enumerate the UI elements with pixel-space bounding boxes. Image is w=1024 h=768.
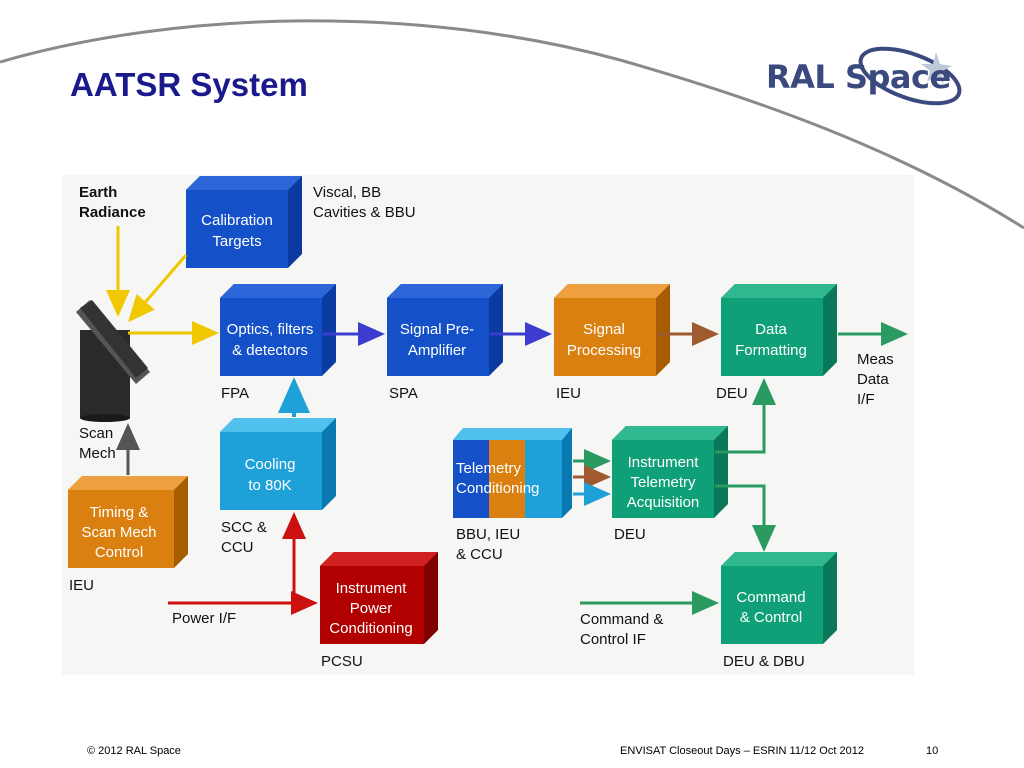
telemetry-conditioning-box: Telemetry Conditioning xyxy=(453,428,572,518)
meas-data-label-1: Meas xyxy=(857,351,894,368)
calibration-targets-label-2: Targets xyxy=(212,233,261,250)
fpa-label: FPA xyxy=(221,385,249,402)
signal-processing-box: Signal Processing xyxy=(554,284,670,376)
cooling-label-2: to 80K xyxy=(248,477,291,494)
command-control-label-2: & Control xyxy=(740,609,803,626)
slide-title: AATSR System xyxy=(70,66,308,103)
power-if-label: Power I/F xyxy=(172,610,236,627)
scc-ccu-label-2: CCU xyxy=(221,539,254,556)
calibration-targets-box: Calibration Targets xyxy=(186,176,302,268)
signal-processing-label-1: Signal xyxy=(583,321,625,338)
deu-label-2: DEU xyxy=(614,526,646,543)
instrument-power-label-3: Conditioning xyxy=(329,620,412,637)
deu-label-1: DEU xyxy=(716,385,748,402)
spa-box-label-1: Signal Pre- xyxy=(400,321,474,338)
command-control-if-label-2: Control IF xyxy=(580,631,646,648)
calibration-note-1: Viscal, BB xyxy=(313,184,381,201)
instrument-telemetry-label-1: Instrument xyxy=(628,454,700,471)
scan-mech-label-1: Scan xyxy=(79,425,113,442)
pcsu-label: PCSU xyxy=(321,653,363,670)
scan-mech-label-2: Mech xyxy=(79,445,116,462)
bbu-ieu-ccu-label-1: BBU, IEU xyxy=(456,526,520,543)
ieu-label-2: IEU xyxy=(69,577,94,594)
timing-scan-label-2: Scan Mech xyxy=(81,524,156,541)
calibration-note-2: Cavities & BBU xyxy=(313,204,416,221)
data-formatting-box: Data Formatting xyxy=(721,284,837,376)
command-control-if-label-1: Command & xyxy=(580,611,663,628)
cooling-label-1: Cooling xyxy=(245,456,296,473)
calibration-arrow xyxy=(128,254,188,323)
instrument-power-label-1: Instrument xyxy=(336,580,408,597)
optics-label-2: & detectors xyxy=(232,342,308,359)
meas-data-label-3: I/F xyxy=(857,391,875,408)
scc-ccu-label-1: SCC & xyxy=(221,519,267,536)
instrument-power-box: Instrument Power Conditioning xyxy=(320,552,438,644)
spa-label: SPA xyxy=(389,385,418,402)
timing-scan-label-3: Control xyxy=(95,544,143,561)
scan-mirror-icon xyxy=(76,300,150,422)
telemetry-conditioning-label-1: Telemetry xyxy=(456,460,522,477)
ieu-label-1: IEU xyxy=(556,385,581,402)
cooling-box: Cooling to 80K xyxy=(220,418,336,510)
timing-scan-label-1: Timing & xyxy=(90,504,149,521)
command-control-box: Command & Control xyxy=(721,552,837,644)
deu-dbu-label: DEU & DBU xyxy=(723,653,805,670)
instrument-telemetry-label-3: Acquisition xyxy=(627,494,700,511)
instrument-telemetry-box: Instrument Telemetry Acquisition xyxy=(612,426,728,518)
ral-space-logo: RAL Space xyxy=(760,46,970,110)
optics-label-1: Optics, filters xyxy=(227,321,314,338)
logo-swoosh-icon xyxy=(858,46,962,106)
signal-processing-label-2: Processing xyxy=(567,342,641,359)
calibration-targets-label-1: Calibration xyxy=(201,212,273,229)
telemetry-to-formatting-arrow xyxy=(715,378,776,454)
page-number: 10 xyxy=(926,745,939,757)
instrument-telemetry-label-2: Telemetry xyxy=(630,474,696,491)
timing-scan-control-box: Timing & Scan Mech Control xyxy=(68,476,188,568)
telemetry-to-command-arrow xyxy=(715,484,776,552)
meas-data-label-2: Data xyxy=(857,371,889,388)
footer-copyright: © 2012 RAL Space xyxy=(87,745,181,757)
data-formatting-label-1: Data xyxy=(755,321,787,338)
data-formatting-label-2: Formatting xyxy=(735,342,807,359)
earth-radiance-label-1: Earth xyxy=(79,184,117,201)
bbu-ieu-ccu-label-2: & CCU xyxy=(456,546,503,563)
command-control-label-1: Command xyxy=(736,589,805,606)
footer-event: ENVISAT Closeout Days – ESRIN 11/12 Oct … xyxy=(620,745,864,757)
instrument-power-label-2: Power xyxy=(350,600,393,617)
spa-box-label-2: Amplifier xyxy=(408,342,466,359)
optics-box: Optics, filters & detectors xyxy=(220,284,336,376)
earth-radiance-label-2: Radiance xyxy=(79,204,146,221)
telemetry-conditioning-label-2: Conditioning xyxy=(456,480,539,497)
logo-text: RAL Space xyxy=(766,58,951,96)
signal-pre-amplifier-box: Signal Pre- Amplifier xyxy=(387,284,503,376)
